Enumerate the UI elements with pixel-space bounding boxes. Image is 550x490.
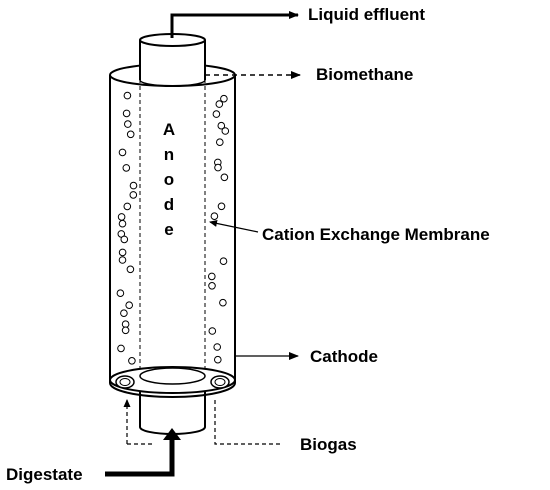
bubble: [215, 100, 224, 108]
digestate-label: Digestate: [6, 465, 83, 484]
bubble: [217, 121, 226, 130]
anode-letter-n: n: [164, 145, 174, 164]
bubble: [220, 173, 229, 182]
anode-letter-o: o: [164, 170, 174, 189]
bubble: [126, 265, 135, 274]
bubble: [123, 202, 132, 211]
bubble: [122, 164, 131, 172]
base-plate: [109, 366, 236, 394]
bubble: [118, 219, 127, 228]
anode-letter-a: A: [163, 120, 175, 139]
bubble: [208, 282, 216, 290]
bubble: [120, 235, 129, 244]
membrane-arrow: [209, 220, 259, 233]
bubble: [210, 212, 219, 220]
bubble: [217, 202, 226, 211]
bubble: [208, 272, 216, 281]
bubble: [118, 148, 127, 157]
bubble: [122, 109, 131, 118]
bubble: [208, 327, 217, 335]
membrane-cylinder: [139, 64, 206, 370]
bubble: [220, 94, 228, 103]
bubble: [219, 257, 228, 266]
anode-letter-d: d: [164, 195, 174, 214]
anode-letter-e: e: [164, 220, 173, 239]
bubble: [128, 357, 136, 365]
bubble: [212, 110, 221, 118]
bubble: [118, 248, 127, 257]
bottom-pipe: [139, 388, 206, 435]
biogas-label: Biogas: [300, 435, 357, 454]
bubble: [221, 127, 230, 135]
bubble: [129, 191, 138, 199]
bubble: [213, 343, 221, 351]
bubble: [118, 256, 127, 264]
bubble: [116, 289, 125, 298]
bubble: [123, 91, 132, 100]
bubble: [124, 120, 132, 128]
bubble: [120, 309, 128, 318]
bubble: [219, 298, 227, 307]
bubble: [214, 163, 222, 172]
bubble: [126, 130, 135, 139]
cathode-label: Cathode: [310, 347, 378, 366]
bubble: [216, 138, 224, 146]
liquid-effluent-label: Liquid effluent: [308, 5, 425, 24]
cation-exchange-membrane-label: Cation Exchange Membrane: [262, 225, 490, 244]
biogas-paths: [123, 399, 283, 445]
top-pipe: [139, 33, 206, 87]
digestate-arrow: [105, 428, 181, 477]
bubble: [129, 181, 138, 190]
bubble: [121, 326, 130, 335]
bubble: [125, 301, 133, 310]
biomethane-label: Biomethane: [316, 65, 413, 84]
bubble: [117, 344, 125, 353]
bubble: [214, 355, 222, 364]
liquid-effluent-arrow: [170, 11, 299, 38]
bubble: [117, 213, 126, 221]
anode-label: A n o d e: [163, 120, 175, 239]
gas-bubbles: [116, 91, 230, 365]
